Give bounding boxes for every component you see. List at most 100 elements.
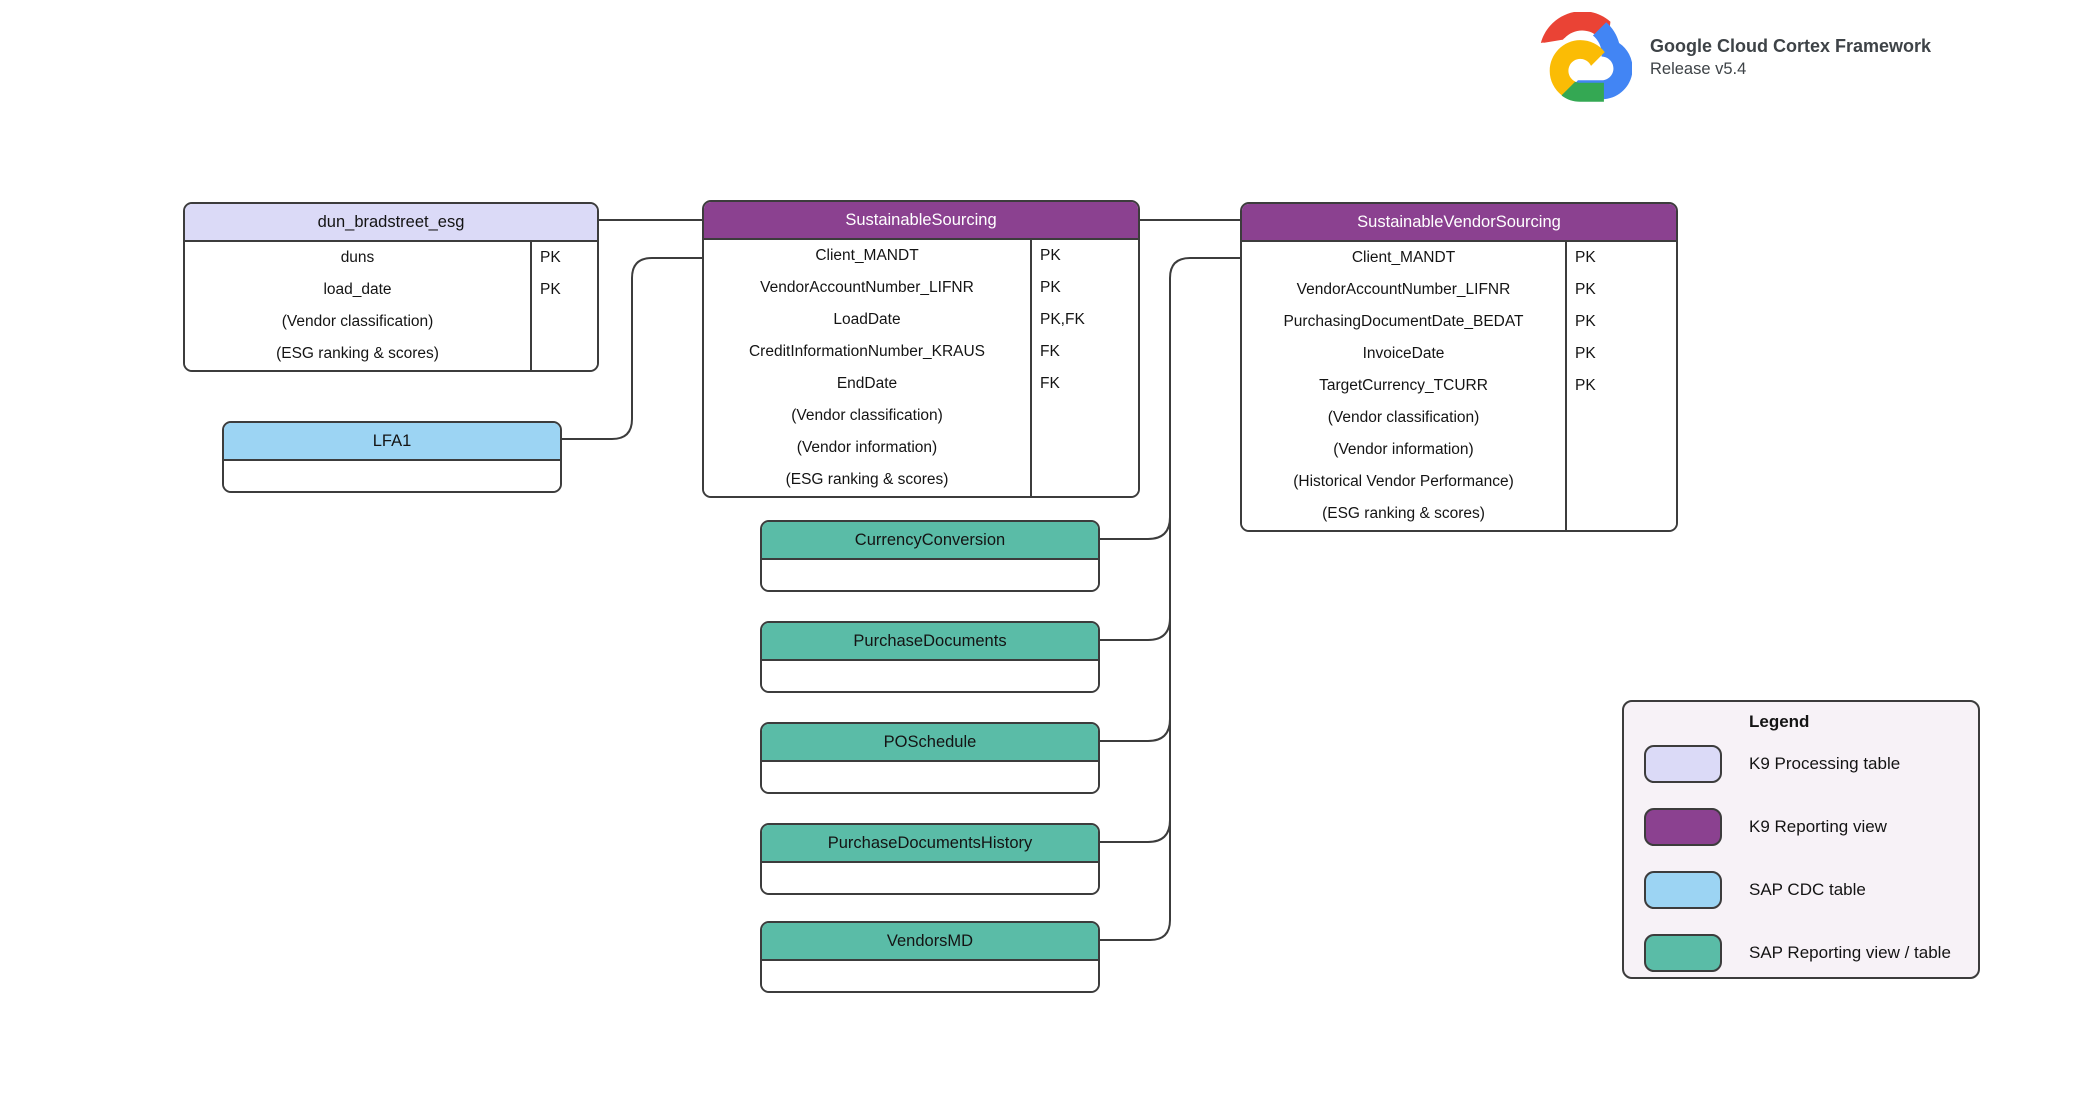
field-name: CreditInformationNumber_KRAUS [748, 343, 986, 360]
entity-table-title: SustainableSourcing [704, 202, 1138, 240]
field-key-flags [1030, 464, 1138, 496]
table-row: (ESG ranking & scores) [704, 464, 1138, 496]
legend-item: K9 Reporting view [1624, 808, 1978, 846]
connector-purchasedocuments-branch [1100, 617, 1171, 641]
field-key-flags [1030, 432, 1138, 464]
field-key-flags: PK [1565, 338, 1676, 370]
entity-table-empty-body [762, 762, 1098, 792]
legend-color-swatch [1644, 808, 1722, 846]
entity-table-title: POSchedule [762, 724, 1098, 762]
table-row: CreditInformationNumber_KRAUS FK [704, 336, 1138, 368]
entity-table-empty-body [762, 863, 1098, 893]
table-row: load_date PK [185, 274, 597, 306]
entity-table-vendorsmd: VendorsMD [760, 921, 1100, 993]
field-key-flags: FK [1030, 368, 1138, 400]
field-name: EndDate [836, 375, 898, 392]
field-key-flags: PK [1565, 370, 1676, 402]
table-row: (Vendor information) [1242, 434, 1676, 466]
table-row: (Vendor information) [704, 432, 1138, 464]
legend-label: SAP Reporting view / table [1749, 943, 1951, 962]
field-key-flags: PK [1030, 240, 1138, 272]
brand-title: Google Cloud Cortex Framework [1650, 35, 1932, 56]
connector-purchasedocumentshistory-branch [1100, 819, 1171, 843]
entity-table-title: PurchaseDocumentsHistory [762, 825, 1098, 863]
field-key-flags [530, 338, 597, 370]
table-row: VendorAccountNumber_LIFNR PK [704, 272, 1138, 304]
entity-table-poschedule: POSchedule [760, 722, 1100, 794]
field-key-flags: PK [530, 274, 597, 306]
field-key-flags: PK [1565, 306, 1676, 338]
entity-table-empty-body [762, 961, 1098, 991]
connector-poschedule-branch [1100, 718, 1171, 742]
brand-text-block: Google Cloud Cortex Framework Release v5… [1650, 34, 1931, 81]
field-name: TargetCurrency_TCURR [1319, 377, 1488, 394]
table-row: (Vendor classification) [1242, 402, 1676, 434]
entity-table-empty-body [762, 661, 1098, 691]
field-name: VendorAccountNumber_LIFNR [760, 279, 974, 296]
field-name: (Historical Vendor Performance) [1293, 473, 1514, 490]
field-name: (Vendor classification) [281, 313, 434, 330]
legend-color-swatch [1644, 745, 1722, 783]
legend-item: SAP CDC table [1624, 871, 1978, 909]
field-name: LoadDate [833, 311, 901, 328]
field-name: duns [340, 249, 375, 266]
field-name: InvoiceDate [1362, 345, 1445, 362]
entity-table-purchasedocumentshistory: PurchaseDocumentsHistory [760, 823, 1100, 895]
brand-release-version: Release v5.4 [1650, 60, 1747, 79]
brand-lockup: Google Cloud Cortex Framework Release v5… [1528, 12, 1931, 102]
field-name: (Vendor information) [796, 439, 938, 456]
field-key-flags [1565, 434, 1676, 466]
table-row: (ESG ranking & scores) [1242, 498, 1676, 530]
table-row: LoadDate PK,FK [704, 304, 1138, 336]
field-key-flags [1565, 466, 1676, 498]
field-key-flags: FK [1030, 336, 1138, 368]
field-key-flags: PK [530, 242, 597, 274]
table-row: (Vendor classification) [704, 400, 1138, 432]
field-name: (Vendor classification) [791, 407, 943, 424]
field-key-flags: PK [1030, 272, 1138, 304]
table-row: (ESG ranking & scores) [185, 338, 597, 370]
entity-table-purchasedocuments: PurchaseDocuments [760, 621, 1100, 693]
legend-label: SAP CDC table [1749, 880, 1866, 899]
entity-table-title: CurrencyConversion [762, 522, 1098, 560]
field-key-flags [530, 306, 597, 338]
legend-label: K9 Reporting view [1749, 817, 1887, 836]
field-name: (Vendor information) [1333, 441, 1474, 458]
legend-item: K9 Processing table [1624, 745, 1978, 783]
table-row: (Vendor classification) [185, 306, 597, 338]
entity-table-title: LFA1 [224, 423, 560, 461]
entity-table-title: dun_bradstreet_esg [185, 204, 597, 242]
entity-table-empty-body [762, 560, 1098, 590]
field-key-flags: PK,FK [1030, 304, 1138, 336]
field-name: (Vendor classification) [1327, 409, 1480, 426]
legend-color-swatch [1644, 871, 1722, 909]
field-key-flags [1565, 498, 1676, 530]
entity-table-currencyconversion: CurrencyConversion [760, 520, 1100, 592]
entity-table-lfa1: LFA1 [222, 421, 562, 493]
legend-item: SAP Reporting view / table [1624, 934, 1978, 972]
field-key-flags [1030, 400, 1138, 432]
legend-color-swatch [1644, 934, 1722, 972]
field-name: (ESG ranking & scores) [785, 471, 949, 488]
entity-table-empty-body [224, 461, 560, 491]
connector-lfa1-to-sustainablesourcing [562, 257, 702, 440]
field-key-flags: PK [1565, 242, 1676, 274]
legend-label: K9 Processing table [1749, 754, 1901, 773]
field-name: load_date [323, 281, 392, 298]
table-row: (Historical Vendor Performance) [1242, 466, 1676, 498]
field-name: VendorAccountNumber_LIFNR [1296, 281, 1511, 298]
entity-table-title: SustainableVendorSourcing [1242, 204, 1676, 242]
